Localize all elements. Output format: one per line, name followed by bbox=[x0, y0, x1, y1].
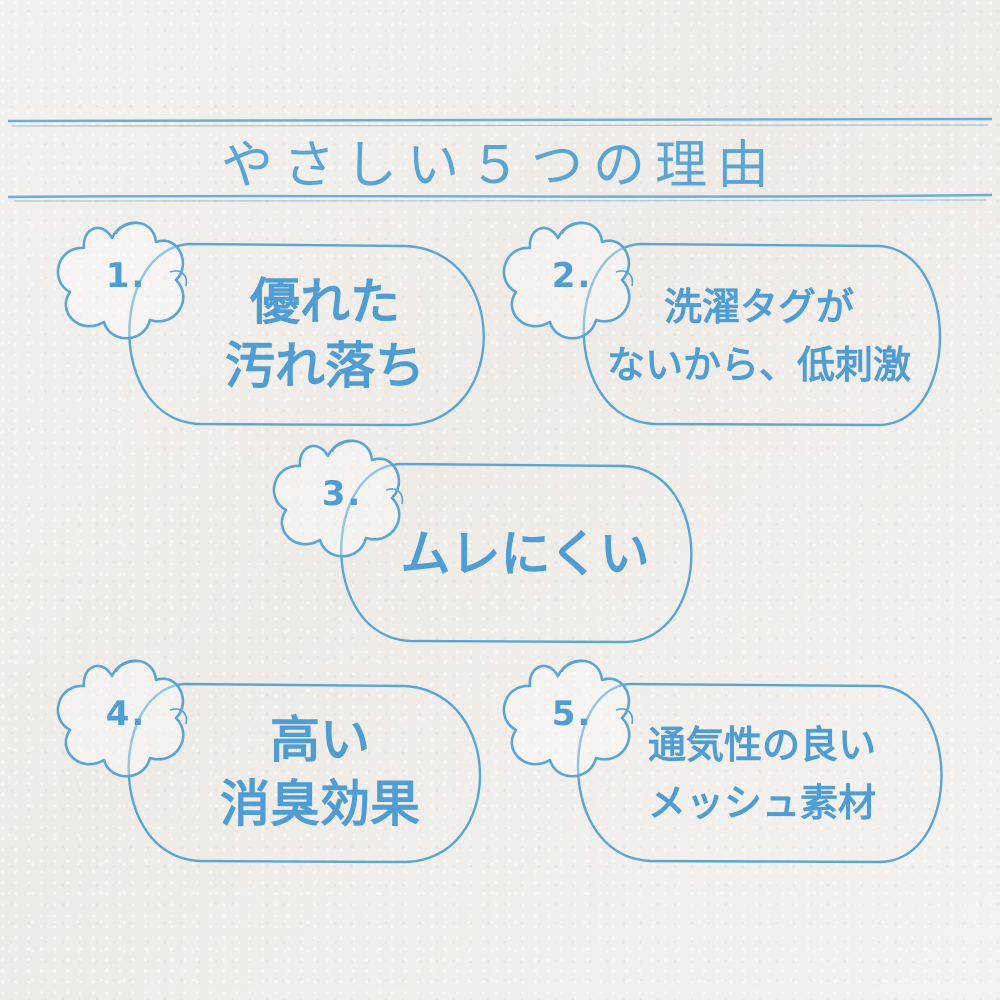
reason-number: 2. bbox=[551, 256, 593, 296]
reason-4-label: 高い 消臭効果 bbox=[175, 708, 465, 836]
reason-2-label: 洗濯タグが ないから、低刺激 bbox=[584, 278, 934, 394]
reason-3-label: ムレにくい bbox=[360, 522, 690, 586]
title-top-rule bbox=[7, 117, 993, 127]
reason-label-line: ないから、低刺激 bbox=[606, 343, 911, 387]
reason-number: 3. bbox=[321, 474, 363, 514]
reason-label-line: ムレにくい bbox=[400, 525, 650, 583]
reason-label-line: 消臭効果 bbox=[220, 775, 420, 833]
reason-label-line: 汚れ落ち bbox=[225, 337, 425, 395]
reason-number: 4. bbox=[105, 694, 147, 734]
reason-label-line: 洗濯タグが bbox=[663, 285, 854, 329]
reason-label-line: 高い bbox=[270, 711, 370, 769]
reason-label-line: メッシュ素材 bbox=[647, 781, 876, 825]
reason-1-label: 優れた 汚れ落ち bbox=[180, 270, 470, 398]
reason-number: 5. bbox=[551, 694, 593, 734]
reason-label-line: 通気性の良い bbox=[647, 723, 876, 767]
reason-number: 1. bbox=[105, 256, 147, 296]
reason-label-line: 優れた bbox=[250, 273, 400, 331]
reason-5-label: 通気性の良い メッシュ素材 bbox=[592, 716, 932, 832]
title-bottom-rule bbox=[7, 193, 993, 202]
page-title: やさしい５つの理由 bbox=[220, 136, 779, 196]
